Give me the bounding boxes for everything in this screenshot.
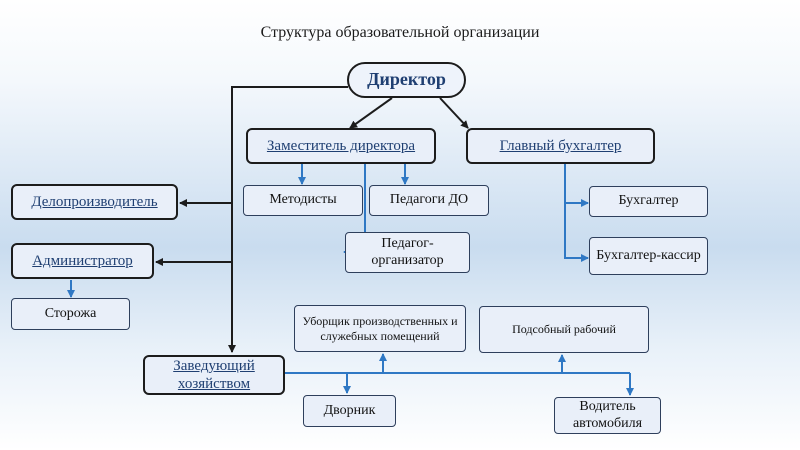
node-accountant: Бухгалтер <box>589 186 708 217</box>
node-director: Директор <box>347 62 466 98</box>
node-records-clerk: Делопроизводитель <box>11 184 178 220</box>
node-auxiliary-worker: Подсобный рабочий <box>479 306 649 353</box>
line-chief-accountant-trunk <box>564 164 589 262</box>
line-director-deputy <box>349 97 393 129</box>
node-head-of-household: Заведующий хозяйством <box>143 355 285 395</box>
node-teacher-organizer: Педагог-организатор <box>345 232 470 273</box>
node-chief-accountant: Главный бухгалтер <box>466 128 655 164</box>
node-cleaner: Уборщик производственных и служебных пом… <box>294 305 466 352</box>
page-title: Структура образовательной организации <box>260 24 540 41</box>
node-deputy-director: Заместитель директора <box>246 128 436 164</box>
line-director-chief-accountant <box>439 97 469 129</box>
node-accountant-cashier: Бухгалтер-кассир <box>589 237 708 275</box>
black-connectors <box>155 86 469 353</box>
node-guards: Сторожа <box>11 298 130 330</box>
node-janitor: Дворник <box>303 395 396 427</box>
line-director-trunk <box>228 86 348 353</box>
node-driver: Водитель автомобиля <box>554 397 661 434</box>
node-teachers-do: Педагоги ДО <box>369 185 489 216</box>
node-administrator: Администратор <box>11 243 154 279</box>
blue-connectors <box>67 164 634 396</box>
node-methodists: Методисты <box>243 185 363 216</box>
